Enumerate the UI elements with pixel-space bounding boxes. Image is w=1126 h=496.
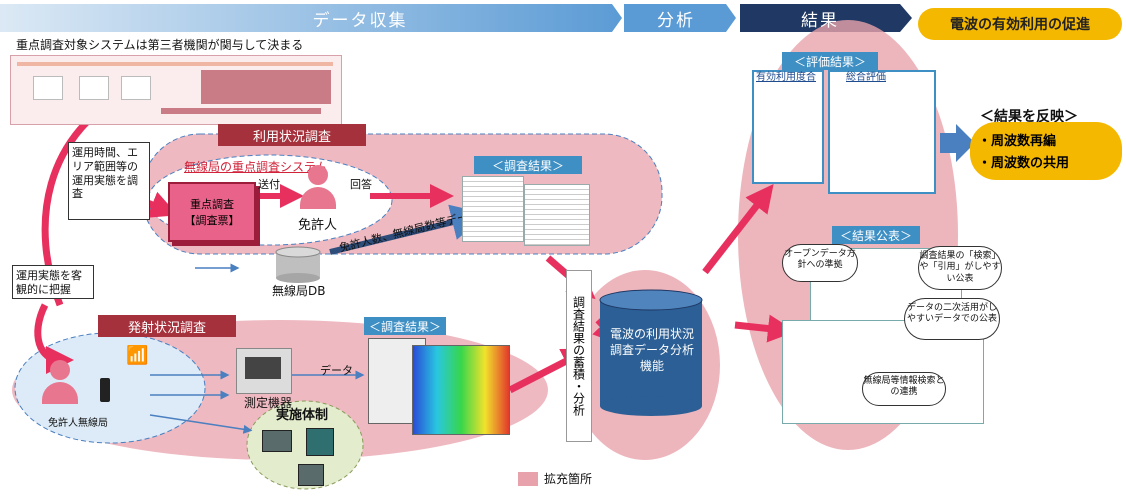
handheld-radio-icon: [100, 378, 110, 402]
data-label: データ: [320, 364, 353, 377]
phase-result: 結果: [801, 10, 839, 31]
reflect-item-2: ・周波数の共用: [978, 156, 1070, 171]
phase-collect: データ収集: [312, 10, 408, 31]
measurement-equipment-photo: [236, 348, 292, 394]
publication-bubble-2: 調査結果の「検索」や「引用」がしやすい公表: [918, 246, 1002, 290]
antenna-icon: 📶: [126, 345, 149, 366]
evaluation-doc-2: [828, 70, 936, 194]
phase-analyze-arrow: [624, 4, 736, 32]
station-label: 免許人無線局: [48, 418, 108, 429]
legend-label: 拡充箇所: [544, 472, 593, 486]
publication-title: ＜結果公表＞: [832, 226, 920, 244]
top-note: 重点調査対象システムは第三者機関が関与して決まる: [16, 38, 304, 52]
arrow-to-emission: [34, 303, 74, 374]
arrow-reflect: [940, 124, 975, 162]
analyzer-device-1: [262, 430, 292, 452]
organization-label: 実施体制: [276, 408, 329, 423]
objective-note: 運用実態を客観的に把握: [12, 265, 94, 299]
station-db-icon: [275, 246, 321, 283]
send-label: 送付: [258, 178, 280, 191]
target-system-thumbnail: [10, 55, 342, 125]
licensee-label: 免許人: [298, 218, 338, 233]
arrow-to-publication: [734, 314, 796, 343]
phase-collect-arrow: [0, 4, 622, 32]
db-label: 無線局DB: [272, 284, 326, 298]
licensee-icon: [298, 165, 338, 215]
phase-analyze: 分析: [657, 10, 695, 31]
usage-survey-title: 利用状況調査: [218, 124, 366, 146]
publication-bubble-1: オープンデータ方針への準拠: [782, 244, 858, 282]
emission-result-title: ＜調査結果＞: [364, 317, 446, 335]
reflect-title: ＜結果を反映＞: [980, 109, 1078, 125]
analyzer-device-2: [306, 428, 334, 456]
usage-result-document-2: [524, 184, 590, 246]
accumulate-label: 調査結果の蓄積・分析: [566, 270, 592, 442]
evaluation-doc-2-label: 総合評価: [846, 72, 886, 83]
organization-ellipse: [246, 400, 364, 490]
promo-badge: 電波の有効利用の促進: [918, 8, 1122, 40]
reply-label: 回答: [350, 178, 372, 191]
usage-result-document: [462, 176, 524, 242]
emission-survey-title: 発射状況調査: [98, 315, 236, 337]
emission-result-heatmap: [412, 345, 510, 435]
publication-bubble-4: 無線局等情報検索との連携: [862, 372, 946, 406]
reflect-box: [970, 122, 1122, 180]
analyzer-device-3: [298, 464, 324, 486]
publication-bubble-3: データの二次活用がしやすいデータでの公表: [904, 298, 1000, 340]
survey-form-box: 重点調査 【調査票】: [168, 182, 256, 242]
station-person-icon: [38, 360, 82, 410]
usage-system-label: 無線局の重点調査システム: [184, 160, 328, 174]
reflect-item-1: ・周波数再編: [978, 134, 1057, 149]
analysis-db-label: 電波の利用状況調査データ分析機能: [609, 327, 694, 374]
evaluation-doc-1-label: 有効利用度合: [756, 72, 816, 83]
analysis-db-cylinder: [599, 289, 703, 416]
operation-note: 運用時間、エリア範囲等の運用実態を調査: [68, 142, 150, 220]
legend-swatch: [518, 472, 538, 486]
evaluation-title: ＜評価結果＞: [782, 52, 878, 70]
evaluation-doc-1: [752, 70, 824, 184]
equipment-label: 測定機器: [244, 396, 293, 410]
arrow-db-flow: [329, 204, 488, 255]
usage-result-title: ＜調査結果＞: [474, 156, 582, 174]
arrow-to-evaluation: [702, 183, 774, 275]
